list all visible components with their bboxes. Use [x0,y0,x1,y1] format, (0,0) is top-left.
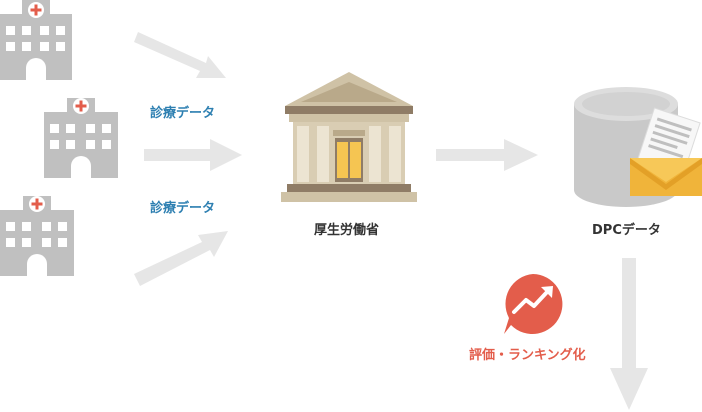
ministry-label: 厚生労働省 [314,223,380,238]
flow-label-1: 診療データ [150,106,216,121]
trend-up-icon [504,274,563,334]
ministry-building-icon [281,72,417,202]
arrow-icon [144,139,242,171]
flow-label-2: 診療データ [150,201,216,216]
hospital-icon [0,0,72,80]
arrow-icon [134,231,228,286]
hospital-icon [0,196,74,276]
arrow-icon [610,258,648,410]
envelope-icon [630,107,702,196]
evaluation-label: 評価・ランキング化 [469,348,586,363]
arrow-icon [436,139,538,171]
hospital-icon [44,98,118,178]
dpc-database-group [570,86,702,214]
dpc-label: DPCデータ [592,223,661,238]
arrow-icon [134,32,226,78]
